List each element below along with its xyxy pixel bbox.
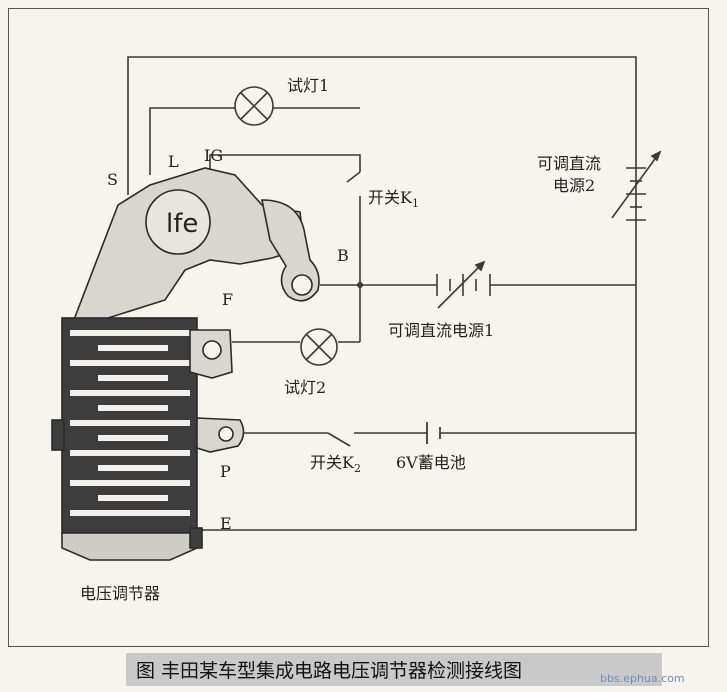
switch-k1-blade [346, 171, 361, 183]
lamp2-symbol [300, 328, 338, 366]
terminal-p-label: P [220, 462, 231, 481]
terminal-b-label: B [337, 246, 349, 265]
regulator-body: lfe [51, 167, 320, 561]
switch-k2-label: 开关K2 [310, 453, 361, 476]
terminal-e-label: E [220, 514, 232, 533]
terminal-l-label: L [168, 152, 179, 171]
psu1-label: 可调直流电源1 [388, 321, 495, 340]
psu2-symbol [611, 150, 662, 221]
lamp1-symbol [234, 86, 274, 126]
psu2-label-line1: 可调直流 [537, 154, 602, 173]
svg-text:lfe: lfe [166, 209, 198, 239]
junction-dot [357, 282, 363, 288]
psu1-symbol [436, 260, 491, 309]
switch-k2-blade [327, 432, 351, 447]
lamp1-label: 试灯1 [287, 76, 330, 95]
wire-lamp1-left [149, 107, 236, 175]
diagram-frame [8, 8, 709, 647]
battery-label: 6V蓄电池 [396, 453, 466, 472]
terminal-s-label: S [107, 170, 118, 189]
battery-symbol [426, 422, 441, 444]
lamp2-label: 试灯2 [284, 378, 327, 397]
psu2-label-line2: 电源2 [553, 176, 596, 195]
wire-outer-loop [127, 56, 637, 531]
regulator-label: 电压调节器 [80, 584, 161, 603]
switch-k1-label: 开关K1 [368, 188, 419, 211]
figure-caption: 图 丰田某车型集成电路电压调节器检测接线图 [126, 653, 662, 686]
terminal-ig-label: IG [204, 146, 224, 165]
terminal-f-label: F [222, 290, 234, 309]
watermark: bbs.ephua.com [600, 672, 685, 685]
